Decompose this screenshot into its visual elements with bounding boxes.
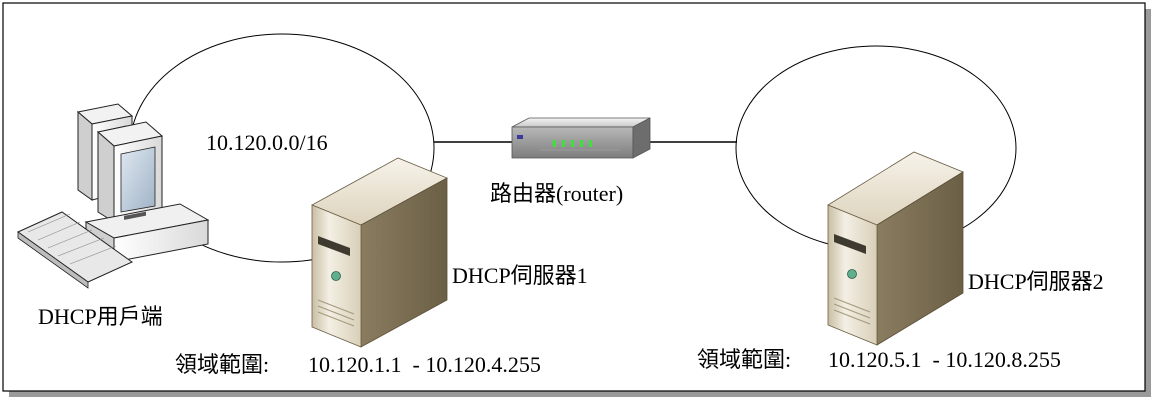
server-2-label: DHCP伺服器2 [968, 269, 1104, 294]
scope-2-prefix: 領域範圍: [697, 347, 791, 372]
router-icon [511, 117, 651, 159]
server-1-icon [311, 157, 448, 348]
router-label: 路由器(router) [490, 181, 623, 206]
subnet-label: 10.120.0.0/16 [206, 130, 328, 155]
client-label: DHCP用戶端 [38, 304, 163, 329]
server-2-icon [827, 151, 964, 346]
scope-1-range: 10.120.1.1 - 10.120.4.255 [308, 352, 541, 377]
scope-1-prefix: 領域範圍: [175, 352, 269, 377]
client-computer-icon [17, 103, 210, 289]
scope-2-range: 10.120.5.1 - 10.120.8.255 [828, 347, 1061, 372]
server-1-label: DHCP伺服器1 [452, 263, 588, 288]
